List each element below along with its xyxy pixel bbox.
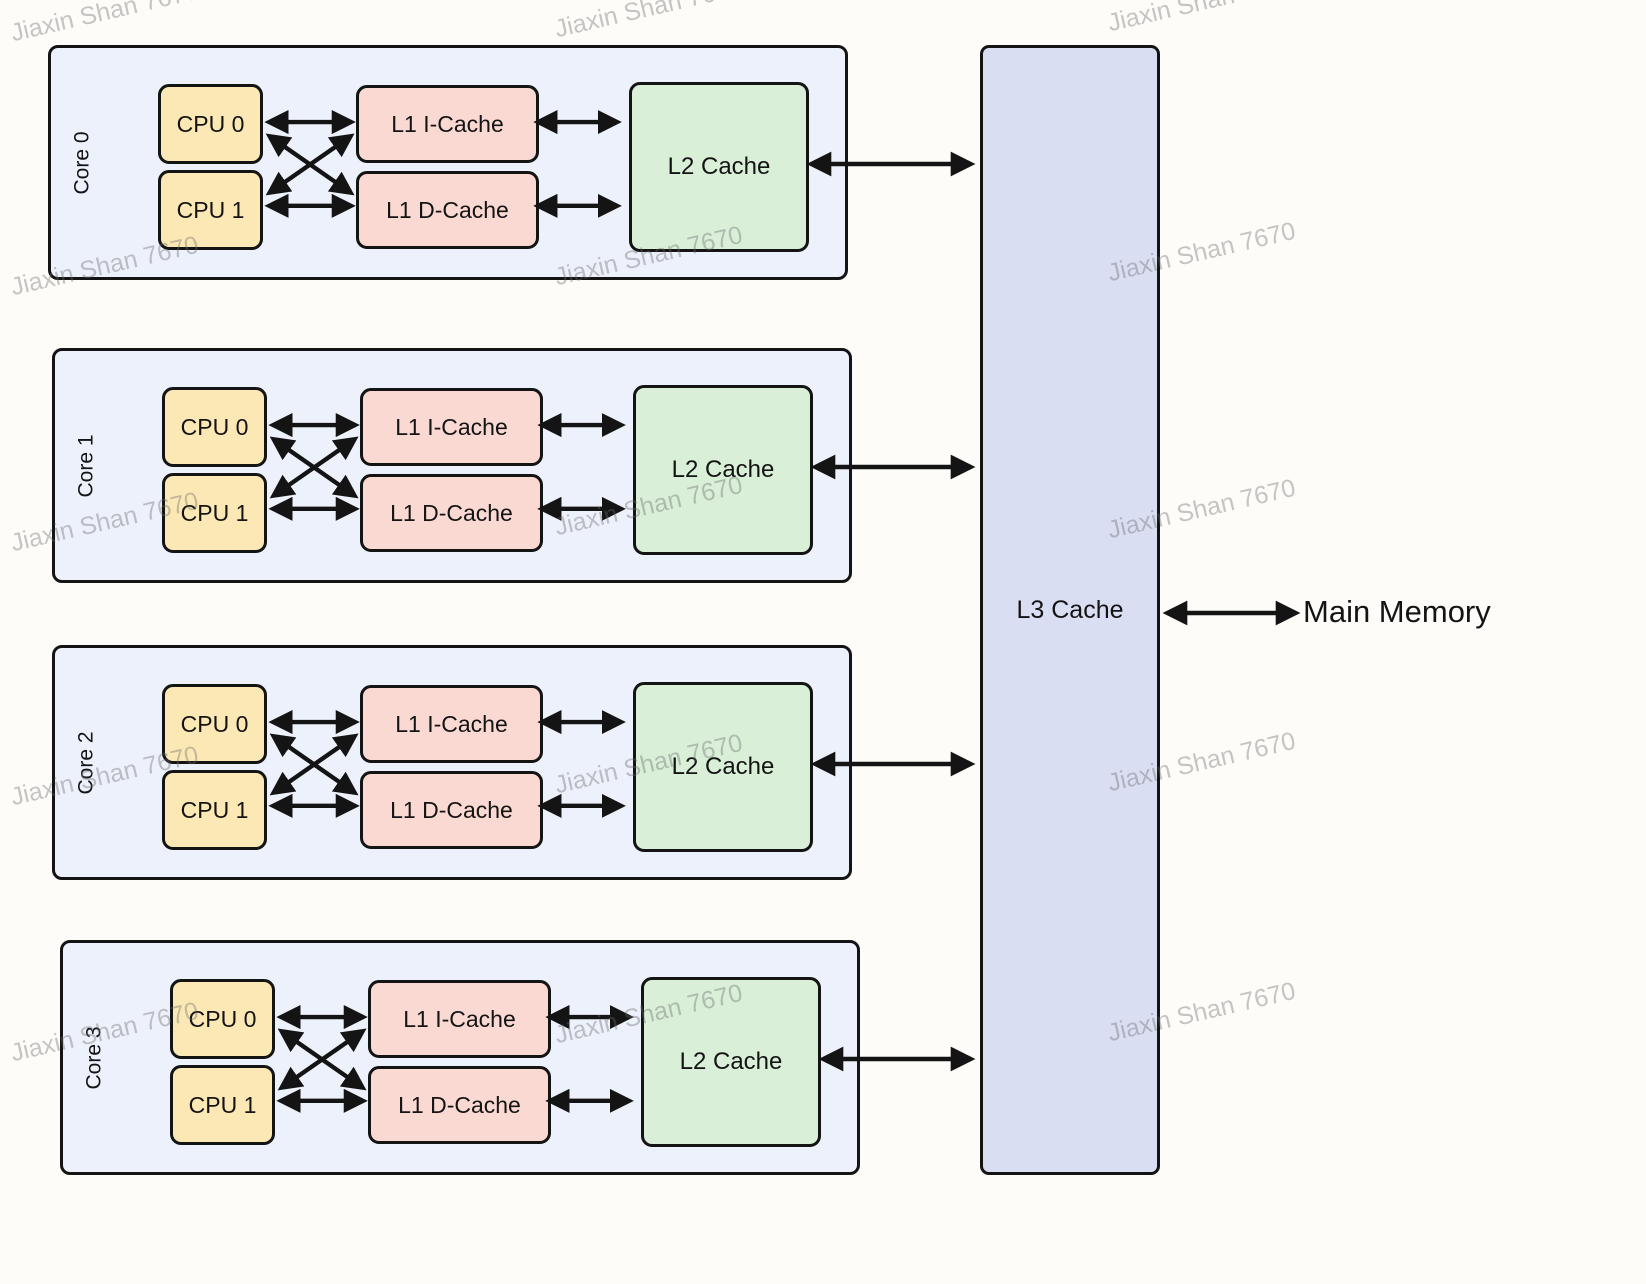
core-1-l2-cache-box: L2 Cache (633, 385, 813, 555)
arrow-cpu1-l1i (269, 436, 359, 499)
core-0-l1-icache-box: L1 I-Cache (356, 85, 539, 163)
core-3-l2-cache-box: L2 Cache (641, 977, 821, 1147)
core-2-block: Core 2 CPU 0 CPU 1 L1 I-Cache L1 D-Cache… (52, 645, 852, 880)
core-2-label-wrap: Core 2 (55, 648, 119, 877)
core-3-l1-dcache-box: L1 D-Cache (368, 1066, 551, 1144)
core-2-l1-icache-box: L1 I-Cache (360, 685, 543, 763)
core-3-label-wrap: Core 3 (63, 943, 127, 1172)
core-0-label-wrap: Core 0 (51, 48, 115, 277)
arrow-cpu1-l1i (277, 1028, 367, 1091)
core-0-label: Core 0 (71, 130, 94, 195)
watermark: Jiaxin Shan 7670 (8, 0, 202, 48)
core-3-block: Core 3 CPU 0 CPU 1 L1 I-Cache L1 D-Cache… (60, 940, 860, 1175)
l3-cache-label: L3 Cache (1016, 595, 1124, 624)
arrow-cpu1-l1i (269, 733, 359, 796)
watermark: Jiaxin Shan 7670 (1105, 0, 1299, 38)
arrow-cpu0-l1d (265, 133, 355, 196)
core-2-l2-cache-box: L2 Cache (633, 682, 813, 852)
core-2-cpu-1-box: CPU 1 (162, 770, 267, 850)
core-1-label-wrap: Core 1 (55, 351, 119, 580)
core-1-l1-dcache-box: L1 D-Cache (360, 474, 543, 552)
core-2-cpu-0-box: CPU 0 (162, 684, 267, 764)
core-3-l1-icache-box: L1 I-Cache (368, 980, 551, 1058)
core-3-label: Core 3 (83, 1025, 106, 1090)
arrow-cpu0-l1d (277, 1028, 367, 1091)
core-1-cpu-0-box: CPU 0 (162, 387, 267, 467)
core-2-label: Core 2 (75, 730, 98, 795)
core-3-cpu-1-box: CPU 1 (170, 1065, 275, 1145)
core-0-block: Core 0 CPU 0 CPU 1 L1 I-Cache L1 D-Cache… (48, 45, 848, 280)
core-3-cpu-0-box: CPU 0 (170, 979, 275, 1059)
core-1-cpu-1-box: CPU 1 (162, 473, 267, 553)
core-1-label: Core 1 (75, 433, 98, 498)
core-0-l1-dcache-box: L1 D-Cache (356, 171, 539, 249)
watermark: Jiaxin Shan 7670 (552, 0, 746, 44)
core-1-block: Core 1 CPU 0 CPU 1 L1 I-Cache L1 D-Cache… (52, 348, 852, 583)
arrow-cpu0-l1d (269, 436, 359, 499)
l3-cache-box: L3 Cache (980, 45, 1160, 1175)
core-1-l1-icache-box: L1 I-Cache (360, 388, 543, 466)
arrow-cpu0-l1d (269, 733, 359, 796)
core-0-cpu-0-box: CPU 0 (158, 84, 263, 164)
core-0-cpu-1-box: CPU 1 (158, 170, 263, 250)
core-2-l1-dcache-box: L1 D-Cache (360, 771, 543, 849)
arrow-cpu1-l1i (265, 133, 355, 196)
main-memory-label: Main Memory (1303, 594, 1491, 629)
core-0-l2-cache-box: L2 Cache (629, 82, 809, 252)
